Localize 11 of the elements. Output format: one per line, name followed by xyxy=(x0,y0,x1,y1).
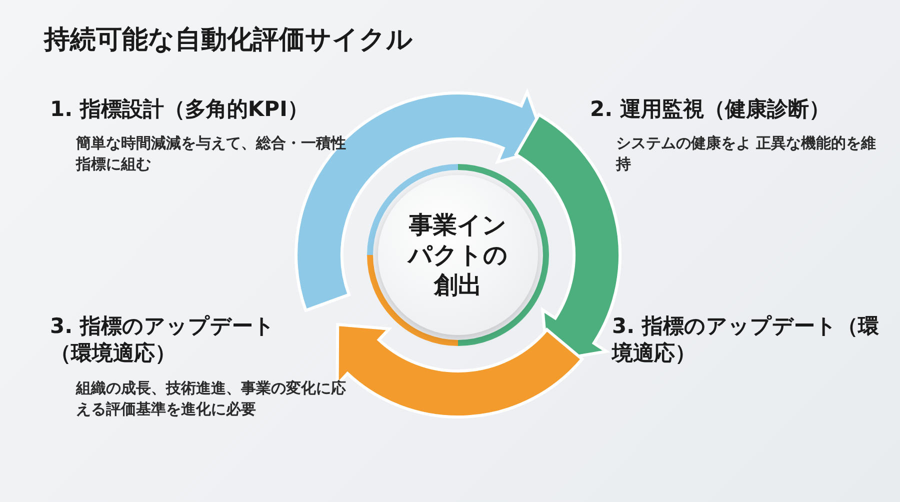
step-description: 簡単な時間減減を与えて、総合・一積性指標に組む xyxy=(76,133,347,176)
step-heading: 3. 指標のアップデート（環境適応） xyxy=(50,313,276,368)
cycle-arrow xyxy=(336,323,584,418)
center-circle xyxy=(378,175,538,335)
step-heading: 3. 指標のアップデート（環境適応） xyxy=(612,313,880,368)
step-description: 組織の成長、技術進進、事業の変化に応える評価基準を進化に必要 xyxy=(76,378,347,420)
step-heading: 1. 指標設計（多角的KPI） xyxy=(50,96,310,123)
center-label: 事業インパクトの創出 xyxy=(406,210,509,300)
step-heading: 2. 運用監視（健康診断） xyxy=(590,96,831,123)
title: 持続可能な自動化評価サイクル xyxy=(44,24,413,57)
step-description: システムの健康をよ 正異な機能的を維持 xyxy=(616,133,878,176)
